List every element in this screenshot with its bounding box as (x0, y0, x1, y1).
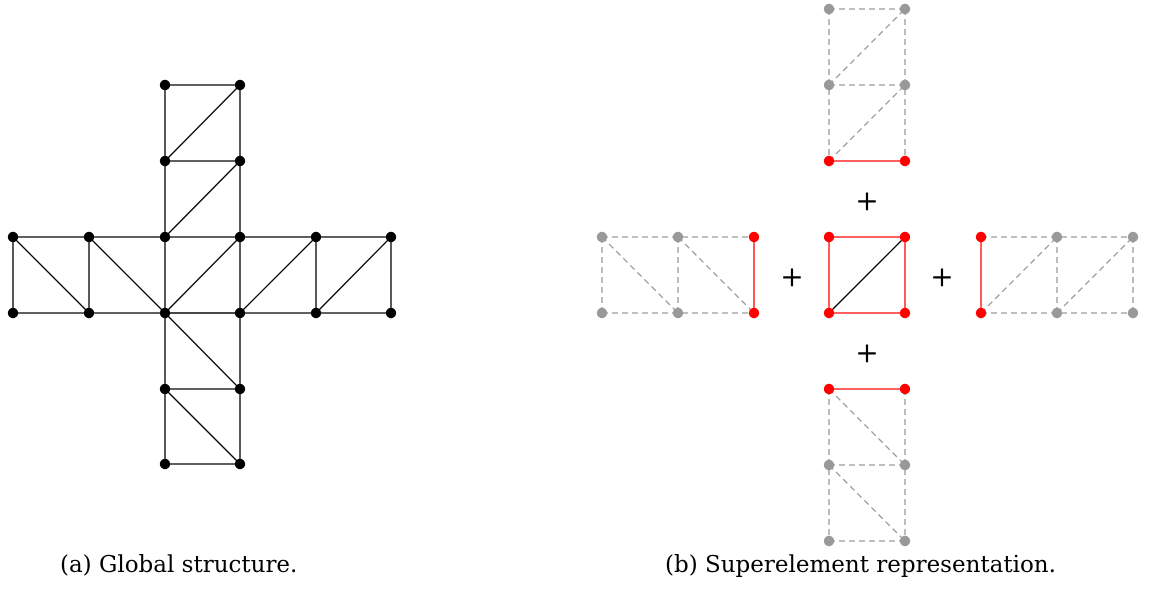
plus-sign-bottom: + (855, 336, 878, 369)
internal-edge (980, 236, 1058, 314)
internal-node (1051, 307, 1063, 319)
interface-node (823, 231, 835, 243)
internal-node (1127, 307, 1139, 319)
global-node (310, 231, 322, 243)
internal-node (823, 79, 835, 91)
interface-node (748, 307, 760, 319)
global-node (83, 307, 95, 319)
global-node (83, 231, 95, 243)
internal-node (823, 3, 835, 15)
plus-signs: + + + + (780, 184, 953, 369)
superelement-right (975, 231, 1139, 319)
interface-node (899, 383, 911, 395)
global-edge (164, 312, 241, 390)
global-node (234, 383, 246, 395)
internal-edge (828, 236, 906, 314)
caption-global-structure: (a) Global structure. (60, 552, 298, 578)
internal-edge (1056, 236, 1134, 314)
interface-node (899, 307, 911, 319)
global-node (234, 458, 246, 470)
global-node (159, 458, 171, 470)
global-node (234, 79, 246, 91)
internal-edge (601, 236, 679, 314)
global-node (159, 155, 171, 167)
internal-node (899, 79, 911, 91)
global-node (159, 307, 171, 319)
internal-edge (828, 8, 906, 86)
global-edge (315, 236, 392, 314)
global-edge (239, 236, 317, 314)
interface-node (975, 307, 987, 319)
global-node (234, 231, 246, 243)
global-edge (88, 236, 166, 314)
global-edge (164, 84, 241, 162)
internal-edge (828, 464, 906, 542)
internal-node (823, 459, 835, 471)
global-node (385, 307, 397, 319)
internal-node (899, 535, 911, 547)
plus-sign-left: + (780, 260, 803, 293)
global-node (310, 307, 322, 319)
global-edge (164, 236, 241, 314)
global-edge (164, 160, 241, 238)
internal-node (672, 307, 684, 319)
internal-edge (677, 236, 755, 314)
internal-node (596, 307, 608, 319)
global-structure-diagram (7, 79, 397, 470)
superelement-diagram (596, 3, 1139, 547)
interface-node (899, 155, 911, 167)
superelement-center (823, 231, 911, 319)
global-edge (164, 388, 241, 465)
global-node (7, 231, 19, 243)
global-node (159, 383, 171, 395)
global-node (159, 231, 171, 243)
interface-node (823, 307, 835, 319)
superelement-top (823, 3, 911, 167)
interface-node (748, 231, 760, 243)
global-node (7, 307, 19, 319)
internal-node (596, 231, 608, 243)
internal-node (899, 459, 911, 471)
internal-node (1127, 231, 1139, 243)
superelement-left (596, 231, 760, 319)
interface-node (899, 231, 911, 243)
internal-node (1051, 231, 1063, 243)
global-node (234, 155, 246, 167)
global-node (385, 231, 397, 243)
internal-node (823, 535, 835, 547)
internal-node (899, 3, 911, 15)
interface-node (823, 155, 835, 167)
global-node (234, 307, 246, 319)
global-node (159, 79, 171, 91)
caption-superelement-representation: (b) Superelement representation. (665, 552, 1056, 578)
interface-node (975, 231, 987, 243)
plus-sign-top: + (855, 184, 878, 217)
global-edge (12, 236, 90, 314)
plus-sign-right: + (930, 260, 953, 293)
superelement-bottom (823, 383, 911, 547)
interface-node (823, 383, 835, 395)
internal-edge (828, 84, 906, 162)
internal-node (672, 231, 684, 243)
internal-edge (828, 388, 906, 466)
